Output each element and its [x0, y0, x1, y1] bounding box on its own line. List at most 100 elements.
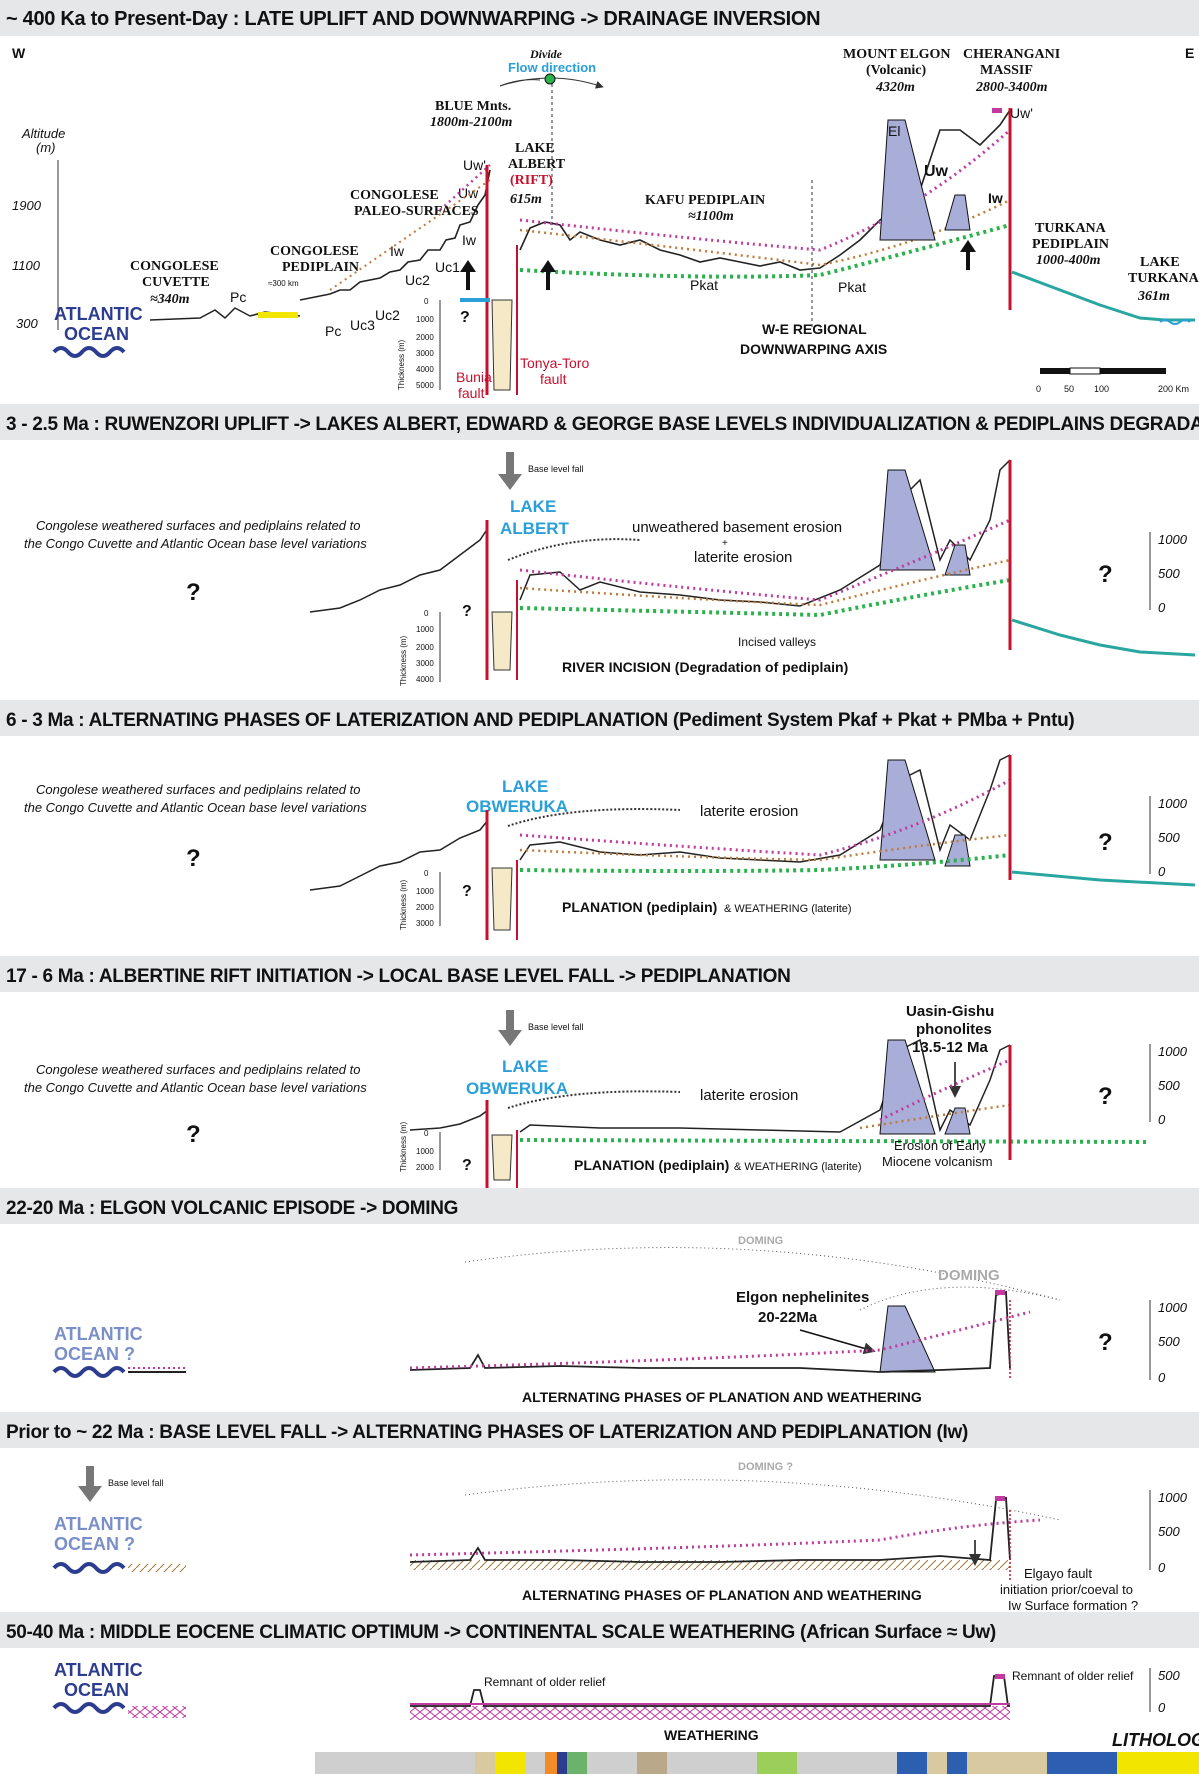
tonya-label-2: fault	[540, 371, 567, 387]
downwarp-label-1: W-E REGIONAL	[762, 321, 867, 337]
planation-p3: PLANATION (pediplain)	[562, 899, 717, 915]
lithology-label: LITHOLOGY	[1112, 1730, 1199, 1750]
weathering-label: WEATHERING	[664, 1727, 759, 1743]
turkana-p2	[1011, 618, 1196, 657]
rift-basin-fill	[491, 299, 513, 391]
elgon-small-p2	[944, 544, 971, 576]
rift-label: (RIFT)	[510, 173, 553, 188]
altitude-unit: (m)	[36, 140, 56, 155]
cuvette-label-3: ≈340m	[150, 292, 190, 307]
th-p3-0: 0	[424, 869, 429, 878]
litho-17	[1047, 1752, 1117, 1774]
thickness-label-p1: Thickness (m)	[397, 339, 406, 390]
flow-direction-label: Flow direction	[508, 60, 596, 75]
th-2000: 2000	[416, 333, 434, 342]
doming-big: DOMING	[738, 1235, 783, 1247]
orange-p2	[519, 558, 1011, 607]
profile-p6	[409, 1496, 1011, 1563]
panel-5-band	[0, 1188, 1199, 1224]
uasin-1: Uasin-Gishu	[906, 1003, 994, 1020]
paleo-profile-p4	[409, 1109, 489, 1131]
plus-label: +	[722, 538, 728, 549]
uw-label-a: Uw	[458, 185, 479, 201]
lake-albert-1: LAKE	[515, 141, 555, 156]
paleo-profile-p2	[309, 527, 489, 613]
congo-p2-1: Congolese weathered surfaces and pedipla…	[36, 518, 361, 533]
th-5000: 5000	[416, 381, 434, 390]
iw-label-c: Iw	[988, 190, 1003, 206]
alt-p3-500: 500	[1158, 830, 1180, 845]
turkana-ped-1: TURKANA	[1035, 221, 1107, 236]
litho-18	[1117, 1752, 1199, 1774]
alt-p5-1000: 1000	[1158, 1300, 1188, 1315]
turkana-ped-3: 1000-400m	[1036, 253, 1101, 268]
alt-p3-1000: 1000	[1158, 796, 1188, 811]
th-p3-3: 3000	[416, 919, 434, 928]
turkana-lake-1: LAKE	[1140, 255, 1180, 270]
elgon-neph-2: 20-22Ma	[758, 1309, 818, 1326]
ocean-p6-1: ATLANTIC	[54, 1514, 143, 1534]
uasin-3: 13.5-12 Ma	[912, 1039, 989, 1056]
bunia-label-2: fault	[458, 385, 485, 401]
profile-p7	[410, 1675, 1010, 1707]
question-p2-b: ?	[462, 603, 472, 620]
lake-albert-water	[460, 298, 490, 302]
thickness-label-p3: Thickness (m)	[399, 879, 408, 930]
ocean-p6-2: OCEAN ?	[54, 1534, 135, 1554]
base-fall-arrow-p2	[498, 452, 522, 490]
panel-3: 6 - 3 Ma : ALTERNATING PHASES OF LATERIZ…	[0, 700, 1199, 940]
litho-11	[757, 1752, 797, 1774]
green-p4	[519, 1138, 1151, 1144]
th-p4-0: 0	[424, 1129, 429, 1138]
incised-label: Incised valleys	[738, 635, 816, 649]
rift-basin-p2	[491, 611, 513, 671]
uc2-label-a: Uc2	[375, 307, 400, 323]
turkana-p3	[1011, 870, 1196, 887]
question-p5: ?	[1098, 1329, 1113, 1356]
laterite-p4: laterite erosion	[700, 1087, 798, 1104]
turkana-ped-2: PEDIPLAIN	[1032, 237, 1109, 252]
laterite-arrow-p4	[507, 1090, 681, 1109]
tonya-label-1: Tonya-Toro	[520, 355, 589, 371]
kafu-green-trend	[519, 223, 1011, 279]
turkana-water	[1159, 319, 1191, 325]
panel-1: ~ 400 Ka to Present-Day : LATE UPLIFT AN…	[0, 0, 1199, 401]
cap-p7	[995, 1674, 1005, 1679]
lake-albert-p2-1: LAKE	[510, 497, 556, 516]
th-4000: 4000	[416, 365, 434, 374]
uw-label-b: Uw	[924, 163, 949, 180]
pediplain-label-1: CONGOLESE	[270, 244, 359, 259]
litho-5	[545, 1752, 557, 1774]
unweathered-label: unweathered basement erosion	[632, 519, 842, 536]
west-label: W	[12, 45, 26, 61]
alternating-p5: ALTERNATING PHASES OF PLANATION AND WEAT…	[522, 1389, 922, 1405]
litho-8	[587, 1752, 637, 1774]
elgon-p2	[879, 469, 936, 571]
congo-p3-2: the Congo Cuvette and Atlantic Ocean bas…	[24, 800, 367, 815]
blue-mnts-label: BLUE Mnts.	[435, 99, 511, 114]
uw-prime-label-a: Uw'	[463, 157, 486, 173]
ocean-wave-p5	[52, 1366, 126, 1378]
uplift-arrow-p1-a	[460, 260, 476, 290]
cherangani-label-1: CHERANGANI	[963, 47, 1060, 62]
th-p4-1: 1000	[416, 1147, 434, 1156]
alt-p6-1000: 1000	[1158, 1490, 1188, 1505]
alt-p5-0: 0	[1158, 1370, 1166, 1385]
remnant-2: Remnant of older relief	[1012, 1669, 1134, 1683]
elgayo-1: Elgayo fault	[1024, 1566, 1092, 1581]
base-fall-arrow-p4	[498, 1010, 522, 1046]
uc2-label-b: Uc2	[405, 272, 430, 288]
elgon-small-volcano	[944, 194, 971, 231]
panel-6-band	[0, 1412, 1199, 1448]
planation-p4: PLANATION (pediplain)	[574, 1157, 729, 1173]
el-label: El	[888, 123, 900, 139]
thickness-label-p4: Thickness (m)	[399, 1121, 408, 1172]
weathering-p4: & WEATHERING (laterite)	[734, 1161, 862, 1173]
alt-p3-0: 0	[1158, 864, 1166, 879]
alt-p4-1000: 1000	[1158, 1044, 1188, 1059]
laterite-p3: laterite erosion	[700, 803, 798, 820]
th-p2-0: 0	[424, 609, 429, 618]
ocean-p7-1: ATLANTIC	[54, 1660, 143, 1680]
cuvette-label-2: CUVETTE	[142, 275, 210, 290]
